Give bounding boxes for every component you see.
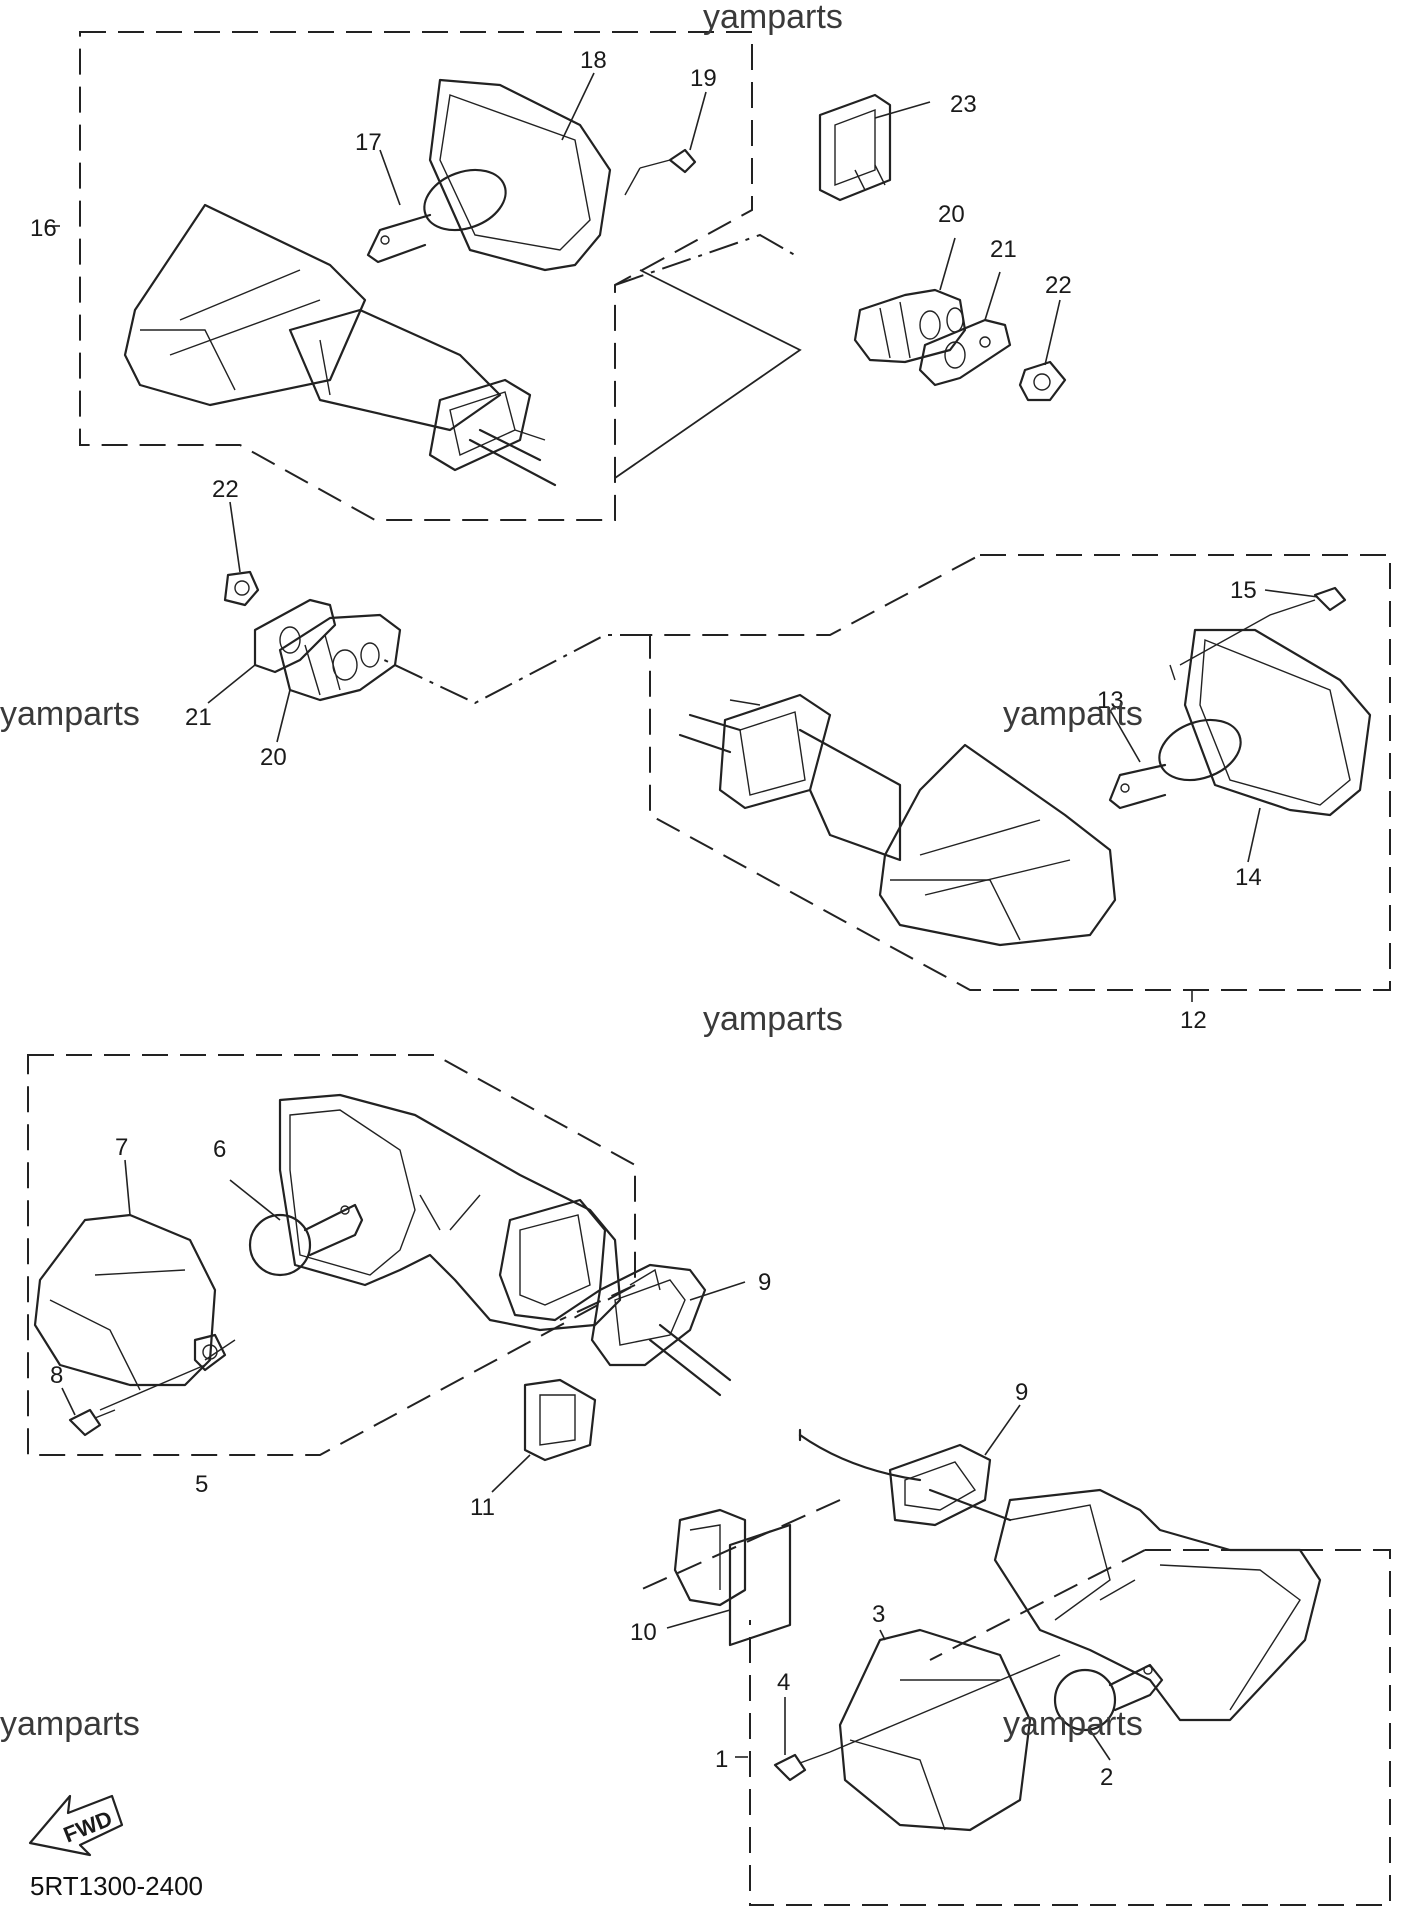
callout-10: 10 bbox=[630, 1619, 657, 1646]
callout-22-top: 22 bbox=[1045, 272, 1072, 299]
fwd-arrow-icon: FWD bbox=[28, 1794, 124, 1857]
callout-19: 19 bbox=[690, 65, 717, 92]
callout-4: 4 bbox=[777, 1669, 790, 1696]
watermark-bottom-left: yamparts bbox=[0, 1705, 140, 1743]
watermark-mid-right: yamparts bbox=[1003, 695, 1143, 733]
leader-lines bbox=[45, 72, 1319, 1761]
callout-9-lower: 9 bbox=[1015, 1379, 1028, 1406]
bracket-23 bbox=[818, 93, 892, 202]
callout-18: 18 bbox=[580, 47, 607, 74]
callout-numbers: 18 19 17 23 16 20 21 22 22 15 13 21 20 1… bbox=[30, 47, 1262, 1791]
callout-21-left: 21 bbox=[185, 704, 212, 731]
callout-20-left: 20 bbox=[260, 744, 287, 771]
callout-21-top: 21 bbox=[990, 236, 1017, 263]
watermark-bottom-right: yamparts bbox=[1003, 1705, 1143, 1743]
watermarks: yamparts yamparts yamparts yamparts yamp… bbox=[0, 0, 1143, 1743]
watermark-center: yamparts bbox=[703, 1000, 843, 1038]
callout-23: 23 bbox=[950, 91, 977, 118]
callout-5: 5 bbox=[195, 1471, 208, 1498]
callout-2: 2 bbox=[1100, 1764, 1113, 1791]
callout-9-upper: 9 bbox=[758, 1269, 771, 1296]
watermark-top: yamparts bbox=[703, 0, 843, 36]
callout-12: 12 bbox=[1180, 1007, 1207, 1034]
callout-1: 1 bbox=[715, 1746, 728, 1773]
callout-3: 3 bbox=[872, 1601, 885, 1628]
callout-8: 8 bbox=[50, 1362, 63, 1389]
diagram-code: 5RT1300-2400 bbox=[30, 1871, 203, 1901]
callout-11: 11 bbox=[470, 1494, 495, 1521]
callout-6: 6 bbox=[213, 1136, 226, 1163]
callout-14: 14 bbox=[1235, 864, 1262, 891]
assembly-group-1 bbox=[749, 1428, 1391, 1906]
callout-15: 15 bbox=[1230, 577, 1257, 604]
clip-11 bbox=[523, 1378, 597, 1462]
callout-7: 7 bbox=[115, 1134, 128, 1161]
callout-22-left: 22 bbox=[212, 476, 239, 503]
watermark-mid-left: yamparts bbox=[0, 695, 140, 733]
callout-17: 17 bbox=[355, 129, 382, 156]
callout-16: 16 bbox=[30, 215, 57, 242]
assembly-group-16 bbox=[79, 31, 753, 521]
grommet-set-left bbox=[223, 570, 402, 702]
callout-20-top: 20 bbox=[938, 201, 965, 228]
assembly-group-12 bbox=[649, 554, 1391, 991]
grommet-set-top bbox=[853, 288, 1067, 402]
socket-9-upper bbox=[590, 1263, 732, 1397]
assembly-group-5 bbox=[27, 1054, 636, 1456]
callout-13: 13 bbox=[1097, 687, 1124, 714]
plate-10 bbox=[673, 1508, 792, 1647]
